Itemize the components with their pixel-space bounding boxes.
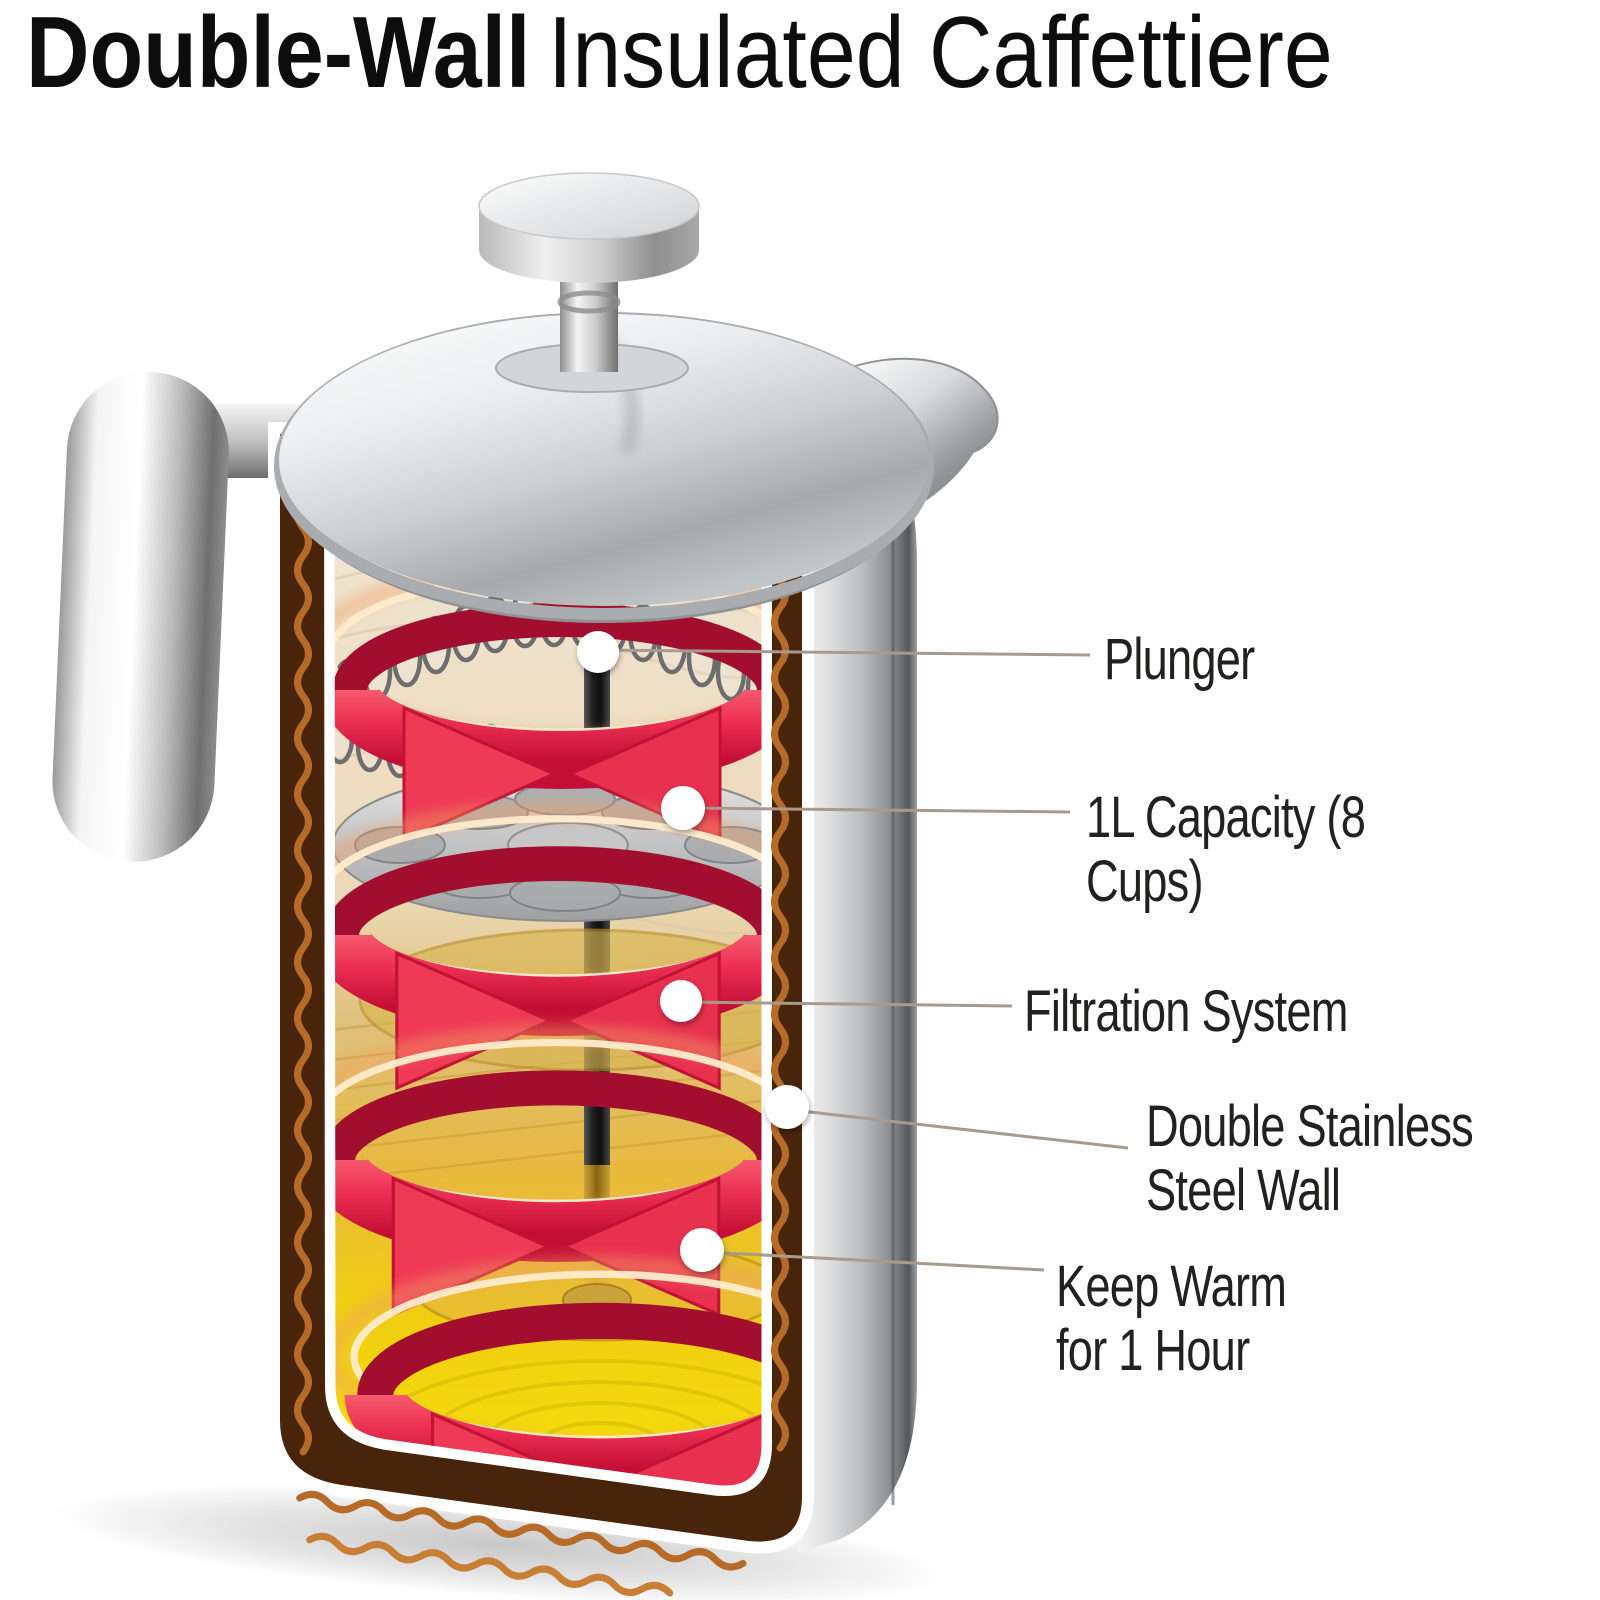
callout-label-keep-warm: Keep Warm for 1 Hour bbox=[1056, 1254, 1287, 1383]
leader-line-plunger bbox=[601, 648, 1091, 657]
callout-label-wall: Double Stainless Steel Wall bbox=[1146, 1094, 1474, 1223]
callout-dot-wall bbox=[765, 1085, 809, 1129]
callout-label-plunger: Plunger bbox=[1104, 627, 1255, 692]
leader-line-filtration bbox=[684, 1000, 1013, 1008]
callout-label-filtration: Filtration System bbox=[1024, 979, 1348, 1044]
floor-shadow bbox=[51, 1484, 949, 1600]
callout-dot-plunger bbox=[577, 631, 619, 673]
knob bbox=[478, 172, 700, 283]
lid bbox=[274, 172, 934, 623]
insulation-waves bbox=[294, 468, 789, 1597]
page-title-bold: Double-Wall bbox=[26, 0, 531, 109]
callout-dot-filtration bbox=[660, 980, 702, 1022]
page-title-regular: Insulated Caffettiere bbox=[547, 0, 1333, 109]
callouts bbox=[577, 631, 1129, 1272]
window-outline bbox=[325, 443, 771, 1495]
handle-bar bbox=[52, 371, 229, 862]
leader-line-capacity bbox=[686, 806, 1071, 814]
leader-line-wall bbox=[791, 1108, 1129, 1150]
leader-line-keep-warm bbox=[705, 1250, 1045, 1272]
outer-wall bbox=[798, 412, 917, 1552]
callout-dot-keep-warm bbox=[680, 1228, 724, 1272]
callout-label-capacity: 1L Capacity (8 Cups) bbox=[1086, 785, 1366, 914]
callout-dot-capacity bbox=[661, 786, 705, 830]
